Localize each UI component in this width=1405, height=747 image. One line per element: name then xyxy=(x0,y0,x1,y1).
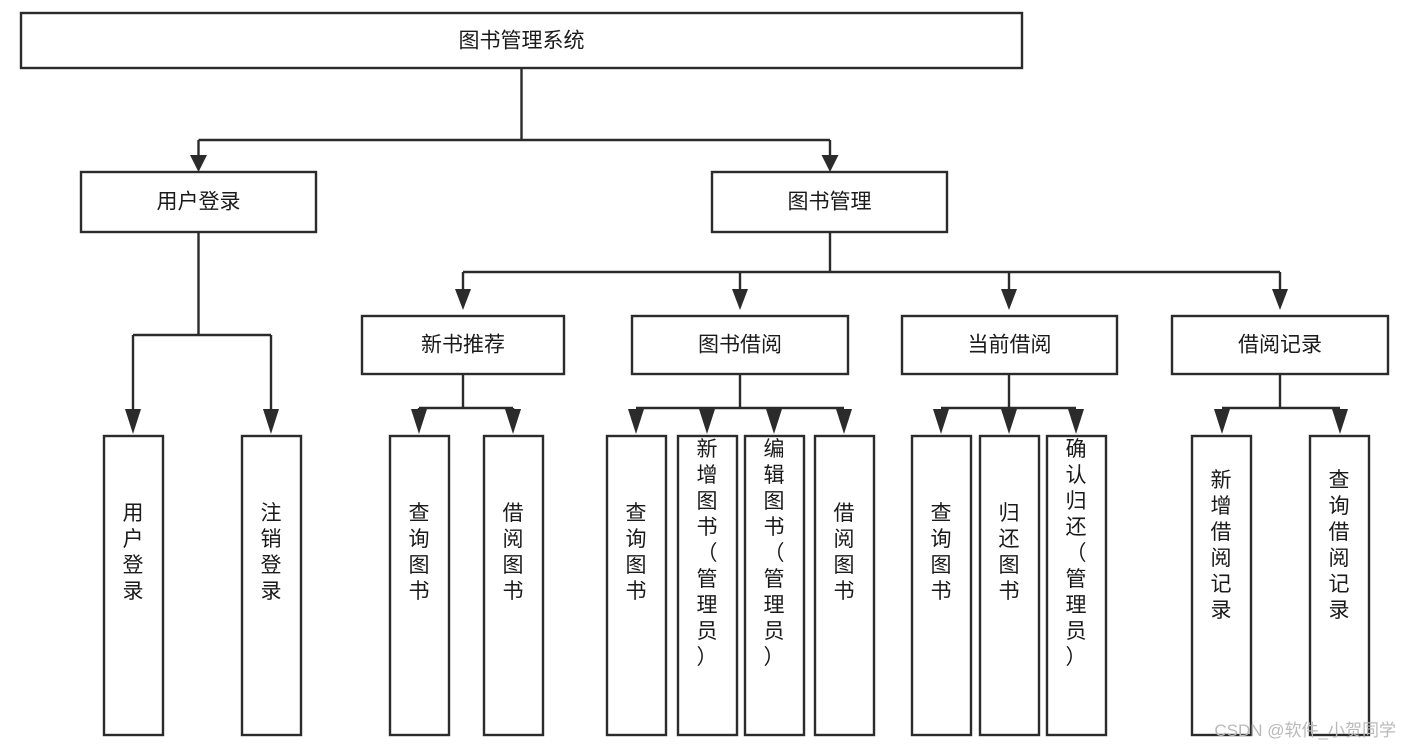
arrow-bm-to-book-borrow xyxy=(732,289,748,310)
leaf-borrow-record-1[interactable]: 新增借阅记录 xyxy=(1190,434,1253,737)
arrow-br-to-leaf-2 xyxy=(1332,409,1348,434)
leaf-current-borrow-3[interactable]: 确认归还（管理员） xyxy=(1045,434,1108,737)
leaf-new-book-1-label: 查询图书 xyxy=(409,502,430,603)
connector-group-new-book xyxy=(411,374,521,434)
leaf-book-borrow-3-box[interactable] xyxy=(743,434,806,737)
leaf-book-borrow-3[interactable]: 编辑图书（管理员） xyxy=(743,434,806,737)
arrow-ul-to-leaf-2 xyxy=(263,409,279,434)
connector-group-root xyxy=(190,68,839,172)
leaf-new-book-2-label: 借阅图书 xyxy=(503,502,524,603)
node-book-manage[interactable]: 图书管理 xyxy=(710,170,949,234)
leaf-book-borrow-4-label: 借阅图书 xyxy=(834,502,855,603)
leaf-current-borrow-2-box[interactable] xyxy=(978,434,1041,737)
leaf-user-login-2-label: 注销登录 xyxy=(261,502,282,603)
node-new-book-recommend-box[interactable] xyxy=(360,314,566,376)
node-book-manage-label: 图书管理 xyxy=(788,191,872,214)
connector-group-borrow-record xyxy=(1214,374,1348,434)
leaf-borrow-record-2[interactable]: 查询借阅记录 xyxy=(1308,434,1371,737)
leaf-borrow-record-2-box[interactable] xyxy=(1308,434,1371,737)
node-book-borrow-box[interactable] xyxy=(630,314,850,376)
node-current-borrow-label: 当前借阅 xyxy=(968,334,1052,357)
leaf-new-book-1[interactable]: 查询图书 xyxy=(388,434,451,737)
arrow-bm-to-borrow-record xyxy=(1272,289,1288,310)
arrow-nb-to-leaf-1 xyxy=(411,409,427,434)
leaf-borrow-record-1-label: 新增借阅记录 xyxy=(1211,469,1232,622)
node-borrow-record-label: 借阅记录 xyxy=(1238,334,1322,357)
node-current-borrow-box[interactable] xyxy=(900,314,1119,376)
node-new-book-recommend[interactable]: 新书推荐 xyxy=(360,314,566,376)
leaf-book-borrow-1-label: 查询图书 xyxy=(626,502,647,603)
node-book-borrow-label: 图书借阅 xyxy=(698,334,782,357)
leaf-book-borrow-4-box[interactable] xyxy=(813,434,876,737)
arrow-root-to-book-manage xyxy=(821,155,839,172)
node-current-borrow[interactable]: 当前借阅 xyxy=(900,314,1119,376)
arrow-cb-to-leaf-1 xyxy=(933,409,949,434)
leaf-book-borrow-4[interactable]: 借阅图书 xyxy=(813,434,876,737)
leaf-book-borrow-1-box[interactable] xyxy=(605,434,668,737)
connector-group-book-borrow xyxy=(628,374,852,434)
node-root-label: 图书管理系统 xyxy=(459,30,585,53)
leaf-book-borrow-1[interactable]: 查询图书 xyxy=(605,434,668,737)
arrow-nb-to-leaf-2 xyxy=(505,409,521,434)
node-book-manage-box[interactable] xyxy=(710,170,949,234)
arrow-bb-to-leaf-4 xyxy=(836,409,852,434)
leaf-borrow-record-1-box[interactable] xyxy=(1190,434,1253,737)
leaf-new-book-2[interactable]: 借阅图书 xyxy=(482,434,545,737)
arrow-cb-to-leaf-3 xyxy=(1068,409,1084,434)
arrow-root-to-user-login xyxy=(190,155,207,172)
leaf-current-borrow-3-box[interactable] xyxy=(1045,434,1108,737)
leaf-current-borrow-1-label: 查询图书 xyxy=(931,502,952,603)
leaf-new-book-2-box[interactable] xyxy=(482,434,545,737)
leaf-current-borrow-1-box[interactable] xyxy=(910,434,973,737)
leaf-current-borrow-2-label: 归还图书 xyxy=(999,502,1020,603)
arrow-bb-to-leaf-2 xyxy=(699,409,715,434)
leaf-user-login-2[interactable]: 注销登录 xyxy=(240,434,303,737)
arrow-bm-to-current-borrow xyxy=(1001,289,1017,310)
leaf-current-borrow-1[interactable]: 查询图书 xyxy=(910,434,973,737)
leaf-new-book-1-box[interactable] xyxy=(388,434,451,737)
arrow-bb-to-leaf-3 xyxy=(766,409,782,434)
arrow-bm-to-new-book xyxy=(455,289,471,310)
node-user-login[interactable]: 用户登录 xyxy=(79,170,318,234)
leaf-borrow-record-2-label: 查询借阅记录 xyxy=(1329,469,1350,622)
arrow-bb-to-leaf-1 xyxy=(628,409,644,434)
leaf-user-login-1[interactable]: 用户登录 xyxy=(102,434,165,737)
csdn-watermark: CSDN @软件_小贺同学 xyxy=(1214,721,1396,740)
arrow-ul-to-leaf-1 xyxy=(125,409,141,434)
leaf-user-login-1-box[interactable] xyxy=(102,434,165,737)
arrow-br-to-leaf-1 xyxy=(1214,409,1230,434)
node-user-login-box[interactable] xyxy=(79,170,318,234)
leaf-user-login-1-label: 用户登录 xyxy=(123,502,144,603)
node-user-login-label: 用户登录 xyxy=(157,191,241,214)
connector-group-user-login xyxy=(125,232,279,434)
leaf-book-borrow-2-label: 新增图书（管理员） xyxy=(697,438,718,669)
leaf-book-borrow-3-label: 编辑图书（管理员） xyxy=(764,438,785,669)
node-borrow-record[interactable]: 借阅记录 xyxy=(1170,314,1390,376)
leaf-current-borrow-2[interactable]: 归还图书 xyxy=(978,434,1041,737)
node-new-book-recommend-label: 新书推荐 xyxy=(421,334,505,357)
arrow-cb-to-leaf-2 xyxy=(1001,409,1017,434)
node-root-box[interactable] xyxy=(19,11,1024,70)
connector-group-book-manage xyxy=(455,232,1288,310)
node-root[interactable]: 图书管理系统 xyxy=(19,11,1024,70)
leaf-book-borrow-2-box[interactable] xyxy=(676,434,739,737)
node-borrow-record-box[interactable] xyxy=(1170,314,1390,376)
leaf-book-borrow-2[interactable]: 新增图书（管理员） xyxy=(676,434,739,737)
node-book-borrow[interactable]: 图书借阅 xyxy=(630,314,850,376)
leaf-user-login-2-box[interactable] xyxy=(240,434,303,737)
leaf-current-borrow-3-label: 确认归还（管理员） xyxy=(1066,438,1087,669)
connector-group-current-borrow xyxy=(933,374,1084,434)
